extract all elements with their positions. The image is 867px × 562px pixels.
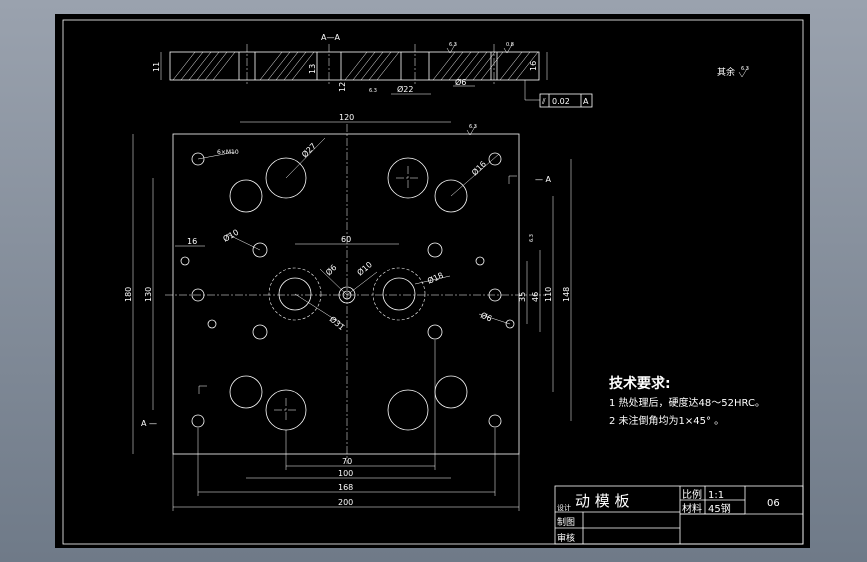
- svg-text:其余: 其余: [717, 66, 735, 78]
- svg-text:6.3: 6.3: [449, 42, 457, 48]
- part-name: 动 模 板: [575, 492, 630, 510]
- svg-text:Ø10: Ø10: [355, 259, 374, 277]
- drawing-border: [62, 19, 804, 545]
- section-title: A—A: [321, 33, 340, 42]
- svg-text:制图: 制图: [557, 516, 575, 528]
- svg-text:110: 110: [544, 287, 553, 302]
- svg-text:45钢: 45钢: [708, 502, 731, 515]
- svg-text:0.02: 0.02: [552, 97, 570, 106]
- svg-text:Ø6: Ø6: [323, 262, 338, 277]
- svg-text:12: 12: [338, 82, 347, 92]
- svg-text:46: 46: [531, 292, 540, 302]
- plate-view: 6×M10 Ø27 Ø16 Ø10 Ø6 Ø10 Ø18 Ø31 Ø6 120 …: [124, 113, 572, 511]
- tech-item-1: 1 热处理后，硬度达48～52HRC。: [609, 396, 765, 409]
- tolerance-frame: ⫽ 0.02 A: [524, 80, 593, 108]
- svg-text:16: 16: [187, 237, 197, 246]
- svg-text:100: 100: [338, 469, 353, 478]
- tech-title: 技术要求:: [609, 375, 671, 392]
- svg-text:11: 11: [152, 62, 161, 72]
- drawing-number: 06: [767, 498, 780, 509]
- svg-text:148: 148: [562, 287, 571, 302]
- svg-text:120: 120: [339, 113, 354, 122]
- svg-text:Ø18: Ø18: [426, 270, 445, 286]
- svg-text:6×M10: 6×M10: [217, 149, 239, 156]
- svg-text:A: A: [583, 97, 589, 106]
- svg-text:比例: 比例: [682, 488, 702, 501]
- svg-text:— A: — A: [535, 175, 552, 184]
- svg-text:60: 60: [341, 235, 351, 244]
- svg-text:6.3: 6.3: [469, 124, 477, 130]
- svg-text:13: 13: [308, 64, 317, 74]
- tech-item-2: 2 未注倒角均为1×45° 。: [609, 414, 724, 427]
- svg-text:6.3: 6.3: [741, 66, 749, 72]
- tech-requirements: 技术要求: 1 热处理后，硬度达48～52HRC。 2 未注倒角均为1×45° …: [609, 375, 765, 427]
- svg-text:Ø6: Ø6: [479, 310, 494, 324]
- svg-text:0.8: 0.8: [506, 42, 514, 48]
- surface-note: 其余 6.3: [717, 66, 749, 78]
- svg-text:35: 35: [518, 292, 527, 302]
- svg-text:6.3: 6.3: [529, 234, 535, 242]
- svg-text:审核: 审核: [557, 532, 575, 544]
- svg-text:180: 180: [124, 287, 133, 302]
- svg-text:⫽: ⫽: [541, 97, 546, 106]
- svg-text:200: 200: [338, 498, 353, 507]
- svg-text:1:1: 1:1: [708, 490, 724, 501]
- svg-text:Ø22: Ø22: [397, 84, 413, 94]
- cad-viewport[interactable]: A—A 11 13: [55, 14, 810, 548]
- svg-text:Ø16: Ø16: [469, 159, 488, 178]
- svg-text:Ø31: Ø31: [328, 314, 347, 332]
- svg-text:16: 16: [529, 61, 538, 71]
- svg-text:设计: 设计: [557, 503, 571, 512]
- plate-outline: [172, 133, 520, 455]
- svg-text:Ø27: Ø27: [299, 141, 318, 160]
- section-view: A—A 11 13: [152, 33, 548, 95]
- svg-text:168: 168: [338, 483, 353, 492]
- title-block: 动 模 板 比例 1:1 材料 45钢 06 设计 制图 审核: [554, 485, 804, 545]
- svg-text:Ø10: Ø10: [221, 227, 240, 244]
- svg-text:70: 70: [342, 457, 352, 466]
- svg-text:A —: A —: [141, 419, 157, 428]
- svg-text:材料: 材料: [682, 502, 702, 515]
- svg-text:6.3: 6.3: [369, 88, 377, 94]
- drawing-canvas: A—A 11 13: [62, 19, 804, 545]
- svg-text:Ø6: Ø6: [455, 77, 466, 87]
- svg-text:130: 130: [144, 287, 153, 302]
